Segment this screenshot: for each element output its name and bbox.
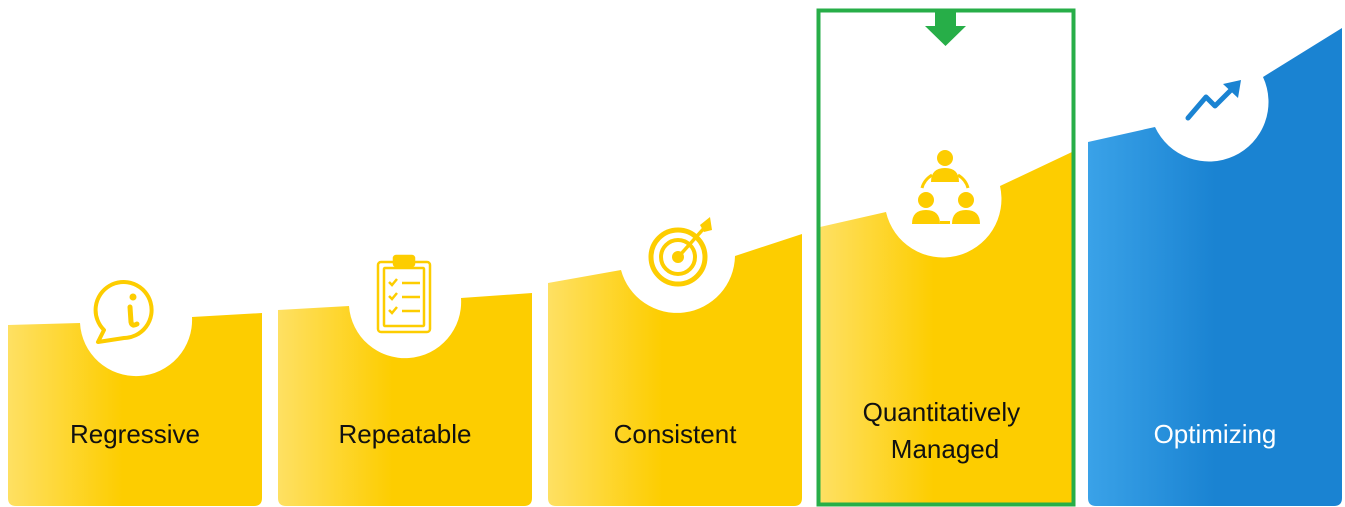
target-arrow-icon — [648, 217, 712, 287]
team-cycle-icon — [912, 150, 980, 224]
stage-consistent: Consistent — [548, 217, 802, 506]
stage-label: Optimizing — [1154, 419, 1277, 449]
stage-label: Consistent — [614, 419, 738, 449]
highlight-border — [816, 8, 1076, 507]
stage-label: Repeatable — [339, 419, 472, 449]
stage-block — [278, 293, 532, 506]
stage-block — [1088, 28, 1342, 506]
stage-quantitatively-managed: Quantitatively Managed — [816, 8, 1076, 507]
trend-up-icon — [1185, 80, 1241, 121]
info-bubble-icon — [93, 280, 154, 344]
stage-regressive: Regressive — [8, 280, 262, 506]
stage-label: Regressive — [70, 419, 200, 449]
down-arrow-icon — [925, 12, 966, 46]
stage-repeatable: Repeatable — [278, 254, 532, 506]
stage-block — [8, 313, 262, 506]
stage-block — [820, 152, 1072, 504]
stage-optimizing: Optimizing — [1088, 28, 1342, 506]
stage-label: Quantitatively Managed — [863, 397, 1028, 464]
clipboard-checklist-icon — [376, 254, 432, 334]
stage-block — [548, 234, 802, 506]
